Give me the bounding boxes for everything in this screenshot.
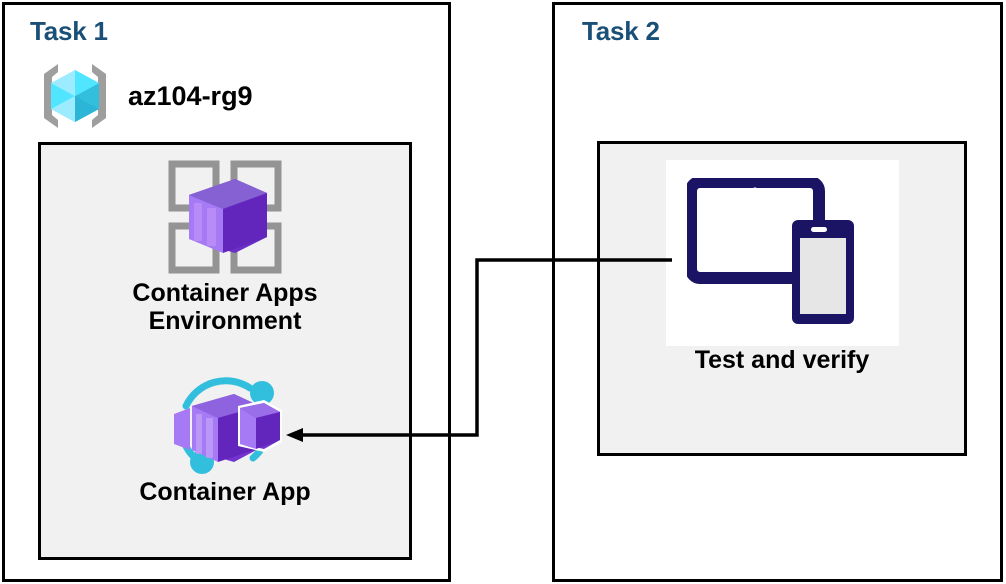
node-container-apps-environment-label: Container Apps Environment [132,279,318,335]
test-devices-icon-plate [665,160,899,346]
container-apps-environment-icon [163,155,287,279]
node-test-and-verify-label: Test and verify [694,346,870,374]
container-app-icon [160,372,290,478]
task-2-title: Task 2 [582,16,660,46]
node-container-app-label: Container App [139,478,311,506]
resource-group-row: az104-rg9 [36,60,253,132]
resource-group-label: az104-rg9 [128,80,253,111]
node-container-apps-environment: Container Apps Environment [38,155,412,335]
resource-group-icon [36,60,114,132]
task-1-title: Task 1 [30,16,108,46]
node-container-app: Container App [38,372,412,506]
test-devices-icon [687,178,877,328]
node-test-and-verify: Test and verify [597,160,967,374]
